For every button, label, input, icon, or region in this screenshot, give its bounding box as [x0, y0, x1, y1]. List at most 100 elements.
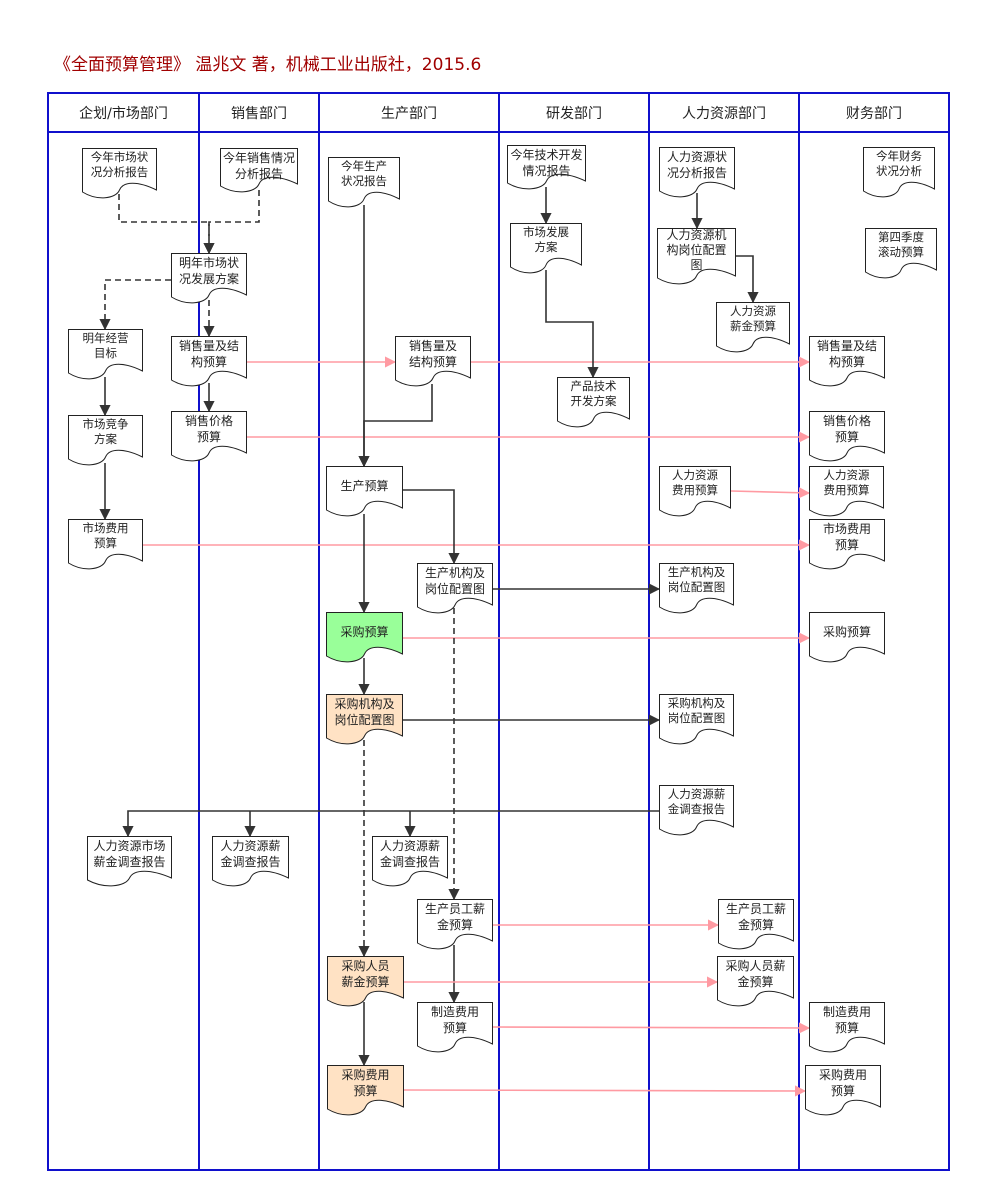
- node-label: 人力资源薪 金调查报告: [667, 787, 726, 816]
- node-n6: 市场竞争 方案: [68, 415, 143, 466]
- node-n41: 采购费用 预算: [327, 1065, 404, 1116]
- lane-dividers: [47, 92, 950, 1171]
- edge-n3-n4: [99, 279, 171, 331]
- document-shape: [809, 411, 885, 462]
- node-n21: 人力资源 费用预算: [659, 466, 731, 517]
- edge-n24-n32: [122, 810, 659, 838]
- node-n26: 第四季度 滚动预算: [865, 228, 937, 279]
- document-shape: [212, 836, 289, 887]
- node-n24: 人力资源薪 金调查报告: [659, 785, 734, 836]
- node-n18: 人力资源状 况分析报告: [659, 147, 735, 198]
- node-label: 采购费用 预算: [818, 1068, 867, 1098]
- node-n12: 生产机构及 岗位配置图: [417, 563, 493, 614]
- node-label: 采购费用 预算: [341, 1068, 390, 1098]
- document-shape: [68, 415, 143, 466]
- node-label: 采购预算: [822, 625, 871, 639]
- node-label: 人力资源 费用预算: [672, 468, 718, 497]
- document-shape: [659, 694, 734, 745]
- lane-header-sales: 销售部门: [231, 106, 287, 122]
- node-n30: 市场费用 预算: [809, 519, 885, 570]
- node-n20: 人力资源 薪金预算: [716, 302, 790, 353]
- lane-header-prod: 生产部门: [381, 106, 437, 122]
- node-label: 采购预算: [340, 625, 389, 639]
- node-label: 明年经营 目标: [82, 331, 129, 360]
- node-n3: 明年市场状 况发展方案: [171, 253, 247, 304]
- node-label: 人力资源 费用预算: [823, 468, 870, 497]
- document-shape: [659, 147, 735, 198]
- node-label: 销售量及结 构预算: [816, 339, 877, 369]
- node-label: 今年市场状 况分析报告: [90, 150, 149, 179]
- lane-header-rd: 研发部门: [546, 106, 602, 122]
- node-n14: 采购机构及 岗位配置图: [326, 694, 403, 745]
- edge-layer: [99, 187, 811, 1097]
- document-shape: [326, 612, 403, 663]
- document-shape: [220, 148, 298, 193]
- node-n29: 人力资源 费用预算: [809, 466, 884, 517]
- node-n7: 销售价格 预算: [171, 411, 247, 462]
- document-shape: [809, 466, 884, 517]
- node-n35: 生产员工薪 金预算: [417, 899, 493, 950]
- node-label: 采购机构及 岗位配置图: [667, 696, 726, 725]
- node-n13: 采购预算: [326, 612, 403, 663]
- node-n33: 人力资源薪 金调查报告: [212, 836, 289, 887]
- edge-n21-n29: [730, 487, 811, 499]
- node-label: 产品技术 开发方案: [570, 379, 617, 408]
- lane-header-hr: 人力资源部门: [682, 106, 766, 122]
- node-n31: 采购预算: [809, 612, 885, 663]
- node-n15: 今年技术开发 情况报告: [507, 145, 586, 190]
- node-n23: 采购机构及 岗位配置图: [659, 694, 734, 745]
- document-shape: [327, 1065, 404, 1116]
- node-label: 销售量及结 构预算: [178, 339, 239, 369]
- node-label: 市场竞争 方案: [82, 417, 129, 446]
- node-n8: 市场费用 预算: [68, 519, 143, 570]
- node-n9: 今年生产 状况报告: [328, 157, 400, 208]
- document-shape: [68, 519, 143, 570]
- node-n10: 销售量及 结构预算: [395, 336, 471, 387]
- node-label: 销售量及 结构预算: [408, 339, 457, 369]
- document-shape: [171, 411, 247, 462]
- document-shape: [659, 466, 731, 517]
- node-n2: 今年销售情况 分析报告: [220, 148, 298, 193]
- node-n34: 人力资源薪 金调查报告: [372, 836, 448, 887]
- node-label: 制造费用 预算: [822, 1005, 871, 1035]
- node-n1: 今年市场状 况分析报告: [82, 148, 157, 199]
- document-shape: [326, 694, 403, 745]
- node-n42: 采购费用 预算: [805, 1065, 881, 1116]
- node-n19: 人力资源机 构岗位配置 图: [657, 228, 736, 285]
- node-n37: 采购人员 薪金预算: [327, 956, 404, 1007]
- page-title: 《全面预算管理》 温兆文 著，机械工业出版社，2015.6: [54, 55, 482, 75]
- document-shape: [417, 899, 493, 950]
- edge-n19-n20: [736, 255, 759, 304]
- edge-n16-n17: [545, 270, 599, 379]
- node-n27: 销售量及结 构预算: [809, 336, 885, 387]
- node-label: 今年生产 状况报告: [341, 159, 387, 188]
- node-n11: 生产预算: [326, 466, 403, 517]
- document-shape: [68, 329, 143, 380]
- node-label: 生产机构及 岗位配置图: [667, 565, 726, 594]
- node-n5: 销售量及结 构预算: [171, 336, 247, 387]
- edge-n11-n12: [403, 489, 460, 565]
- document-shape: [863, 147, 935, 198]
- edge-n2-n3: [203, 190, 260, 255]
- document-shape: [718, 899, 794, 950]
- node-label: 今年财务 状况分析: [876, 149, 922, 178]
- node-n22: 生产机构及 岗位配置图: [659, 563, 734, 614]
- document-shape: [809, 1002, 885, 1053]
- document-shape: [657, 228, 736, 285]
- node-n40: 制造费用 预算: [809, 1002, 885, 1053]
- document-shape: [82, 148, 157, 199]
- document-shape: [809, 336, 885, 387]
- node-label: 采购人员薪 金预算: [725, 959, 786, 989]
- node-n17: 产品技术 开发方案: [557, 377, 630, 428]
- node-n39: 制造费用 预算: [417, 1002, 493, 1053]
- node-n4: 明年经营 目标: [68, 329, 143, 380]
- document-shape: [809, 519, 885, 570]
- document-shape: [557, 377, 630, 428]
- node-label: 人力资源薪 金调查报告: [220, 839, 281, 869]
- node-label: 销售价格 预算: [184, 414, 233, 444]
- node-label: 销售价格 预算: [822, 414, 871, 444]
- node-label: 人力资源薪 金调查报告: [379, 839, 440, 869]
- node-n25: 今年财务 状况分析: [863, 147, 935, 198]
- lane-header-plan: 企划/市场部门: [79, 106, 168, 122]
